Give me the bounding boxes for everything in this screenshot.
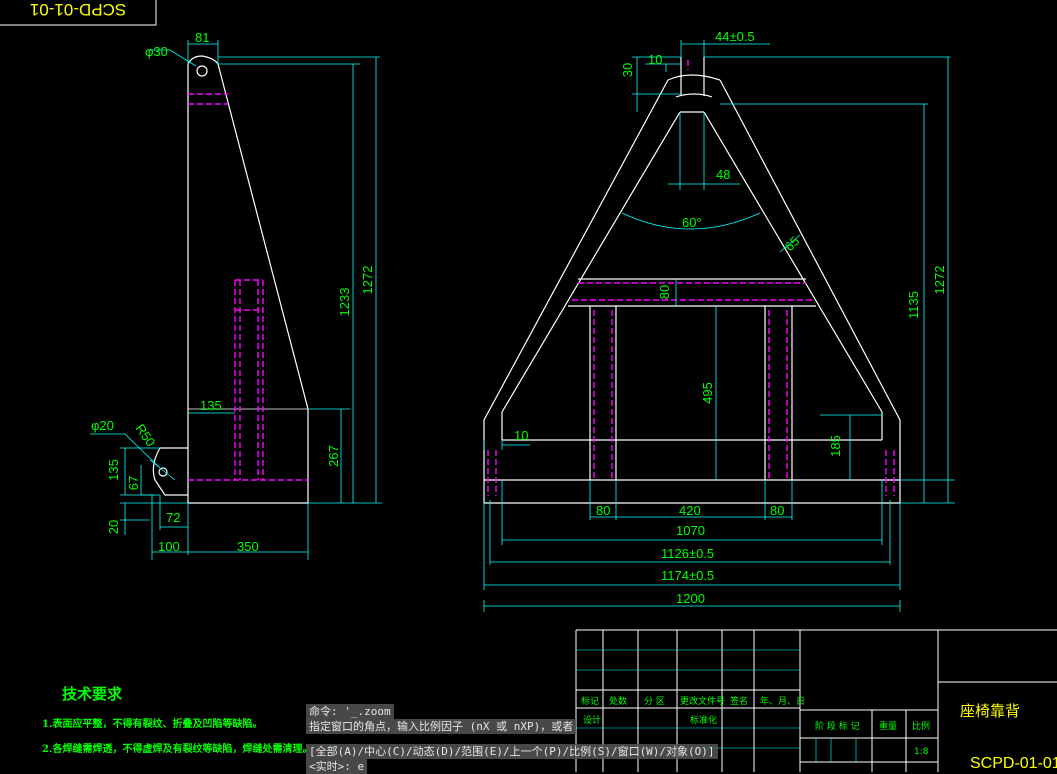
tech-notes-title: 技术要求 bbox=[62, 685, 123, 703]
dim-base-left: 100 bbox=[158, 539, 180, 554]
dim-post-left: 80 bbox=[596, 503, 610, 518]
corner-title-text: SCPD-01-01 bbox=[30, 0, 126, 19]
dim-width-1174: 1174±0.5 bbox=[661, 568, 714, 583]
side-view-hidden-lines bbox=[188, 93, 308, 481]
dim-leg-width: 65 bbox=[782, 233, 803, 254]
dim-lug-thickness: 10 bbox=[648, 52, 662, 67]
dim-total-height: 1272 bbox=[932, 266, 947, 295]
dim-bottom-offset: 20 bbox=[106, 520, 121, 534]
tb-header-mark: 标记 bbox=[581, 695, 599, 707]
corner-title-frame: SCPD-01-01 bbox=[0, 0, 157, 26]
dim-lug-width: 44±0.5 bbox=[715, 29, 755, 44]
dim-base-width: 350 bbox=[237, 539, 259, 554]
command-history-line-1: 命令: '_.zoom bbox=[306, 704, 394, 719]
dim-lug-spacing: 48 bbox=[716, 167, 730, 182]
front-view-hidden-lines bbox=[487, 60, 895, 496]
front-view-outline bbox=[483, 57, 901, 504]
dim-top-width: 81 bbox=[195, 30, 209, 45]
dim-angle: 60° bbox=[682, 215, 702, 230]
dim-width-1200: 1200 bbox=[676, 591, 705, 606]
side-view-dimension-lines bbox=[90, 40, 382, 560]
tech-notes: 技术要求 1.表面应平整，不得有裂纹、折叠及凹陷等缺陷。 2.各焊缝需焊透，不得… bbox=[42, 685, 312, 755]
dim-hole-dia: φ30 bbox=[145, 44, 168, 59]
tb-header-change: 更改文件号 bbox=[680, 695, 725, 707]
tb-scale-value: 1:8 bbox=[914, 747, 929, 757]
dim-pin-dia: φ20 bbox=[91, 418, 114, 433]
tb-scale-label: 比例 bbox=[912, 720, 930, 732]
dim-lug-width: 72 bbox=[166, 510, 180, 525]
tech-notes-line-2: 2.各焊缝需焊透，不得虚焊及有裂纹等缺陷，焊缝处需清理。 bbox=[42, 742, 312, 755]
command-input[interactable]: <实时>: e bbox=[306, 759, 368, 774]
dim-inner-height: 1135 bbox=[906, 291, 921, 319]
front-view-dimension-lines bbox=[483, 40, 955, 612]
tb-header-count: 处数 bbox=[609, 695, 627, 707]
dim-pin-offset: 10 bbox=[514, 428, 528, 443]
tb-standardization: 标准化 bbox=[690, 714, 717, 726]
title-block-headers: 标记 处数 分 区 更改文件号 签名 年、月、日 设计 标准化 阶 段 标 记 … bbox=[581, 695, 1057, 772]
title-block-grid bbox=[575, 629, 1057, 772]
dim-step-width: 135 bbox=[200, 398, 222, 413]
side-view-outline bbox=[152, 55, 309, 504]
dim-post-right: 80 bbox=[770, 503, 784, 518]
tb-header-sign: 签名 bbox=[730, 695, 748, 707]
dim-width-1070: 1070 bbox=[676, 523, 705, 538]
command-options-line: [全部(A)/中心(C)/动态(D)/范围(E)/上一个(P)/比例(S)/窗口… bbox=[306, 744, 718, 759]
side-view-dimension-texts: 81 φ30 1233 1272 135 267 φ20 R50 135 67 … bbox=[91, 30, 375, 554]
title-block: 标记 处数 分 区 更改文件号 签名 年、月、日 设计 标准化 阶 段 标 记 … bbox=[575, 629, 1057, 772]
front-view: 10 44±0.5 30 48 60° 65 80 1135 1272 495 … bbox=[483, 29, 955, 612]
dim-bar-height: 80 bbox=[657, 285, 672, 299]
dim-lug-height: 30 bbox=[620, 63, 635, 77]
dim-inner-height: 1233 bbox=[337, 288, 352, 317]
dim-lug-height: 135 bbox=[106, 459, 121, 481]
title-block-cyan-grid bbox=[576, 649, 857, 762]
tb-header-zone: 分 区 bbox=[644, 696, 665, 707]
dim-foot-height: 185 bbox=[828, 435, 843, 457]
tb-design: 设计 bbox=[583, 714, 601, 726]
dim-post-span: 420 bbox=[679, 503, 701, 518]
command-history-line-2: 指定窗口的角点，输入比例因子 (nX 或 nXP)，或者 bbox=[306, 719, 577, 734]
dim-inner-opening: 495 bbox=[700, 382, 715, 404]
tb-stage-labels: 阶 段 标 记 bbox=[815, 720, 860, 732]
tb-header-date: 年、月、日 bbox=[760, 695, 805, 707]
tb-weight-label: 重量 bbox=[879, 720, 897, 732]
command-line-panel[interactable]: 命令: '_.zoom 指定窗口的角点，输入比例因子 (nX 或 nXP)，或者… bbox=[306, 704, 762, 774]
dim-pin-height: 67 bbox=[126, 476, 141, 490]
side-view: 81 φ30 1233 1272 135 267 φ20 R50 135 67 … bbox=[90, 30, 382, 560]
dim-width-1126: 1126±0.5 bbox=[661, 546, 714, 561]
dim-total-height: 1272 bbox=[360, 266, 375, 295]
tech-notes-line-1: 1.表面应平整，不得有裂纹、折叠及凹陷等缺陷。 bbox=[42, 717, 262, 730]
tb-part-name: 座椅靠背 bbox=[960, 702, 1020, 720]
dim-lower-height: 267 bbox=[326, 445, 341, 467]
tb-drawing-no: SCPD-01-01 bbox=[970, 755, 1057, 772]
